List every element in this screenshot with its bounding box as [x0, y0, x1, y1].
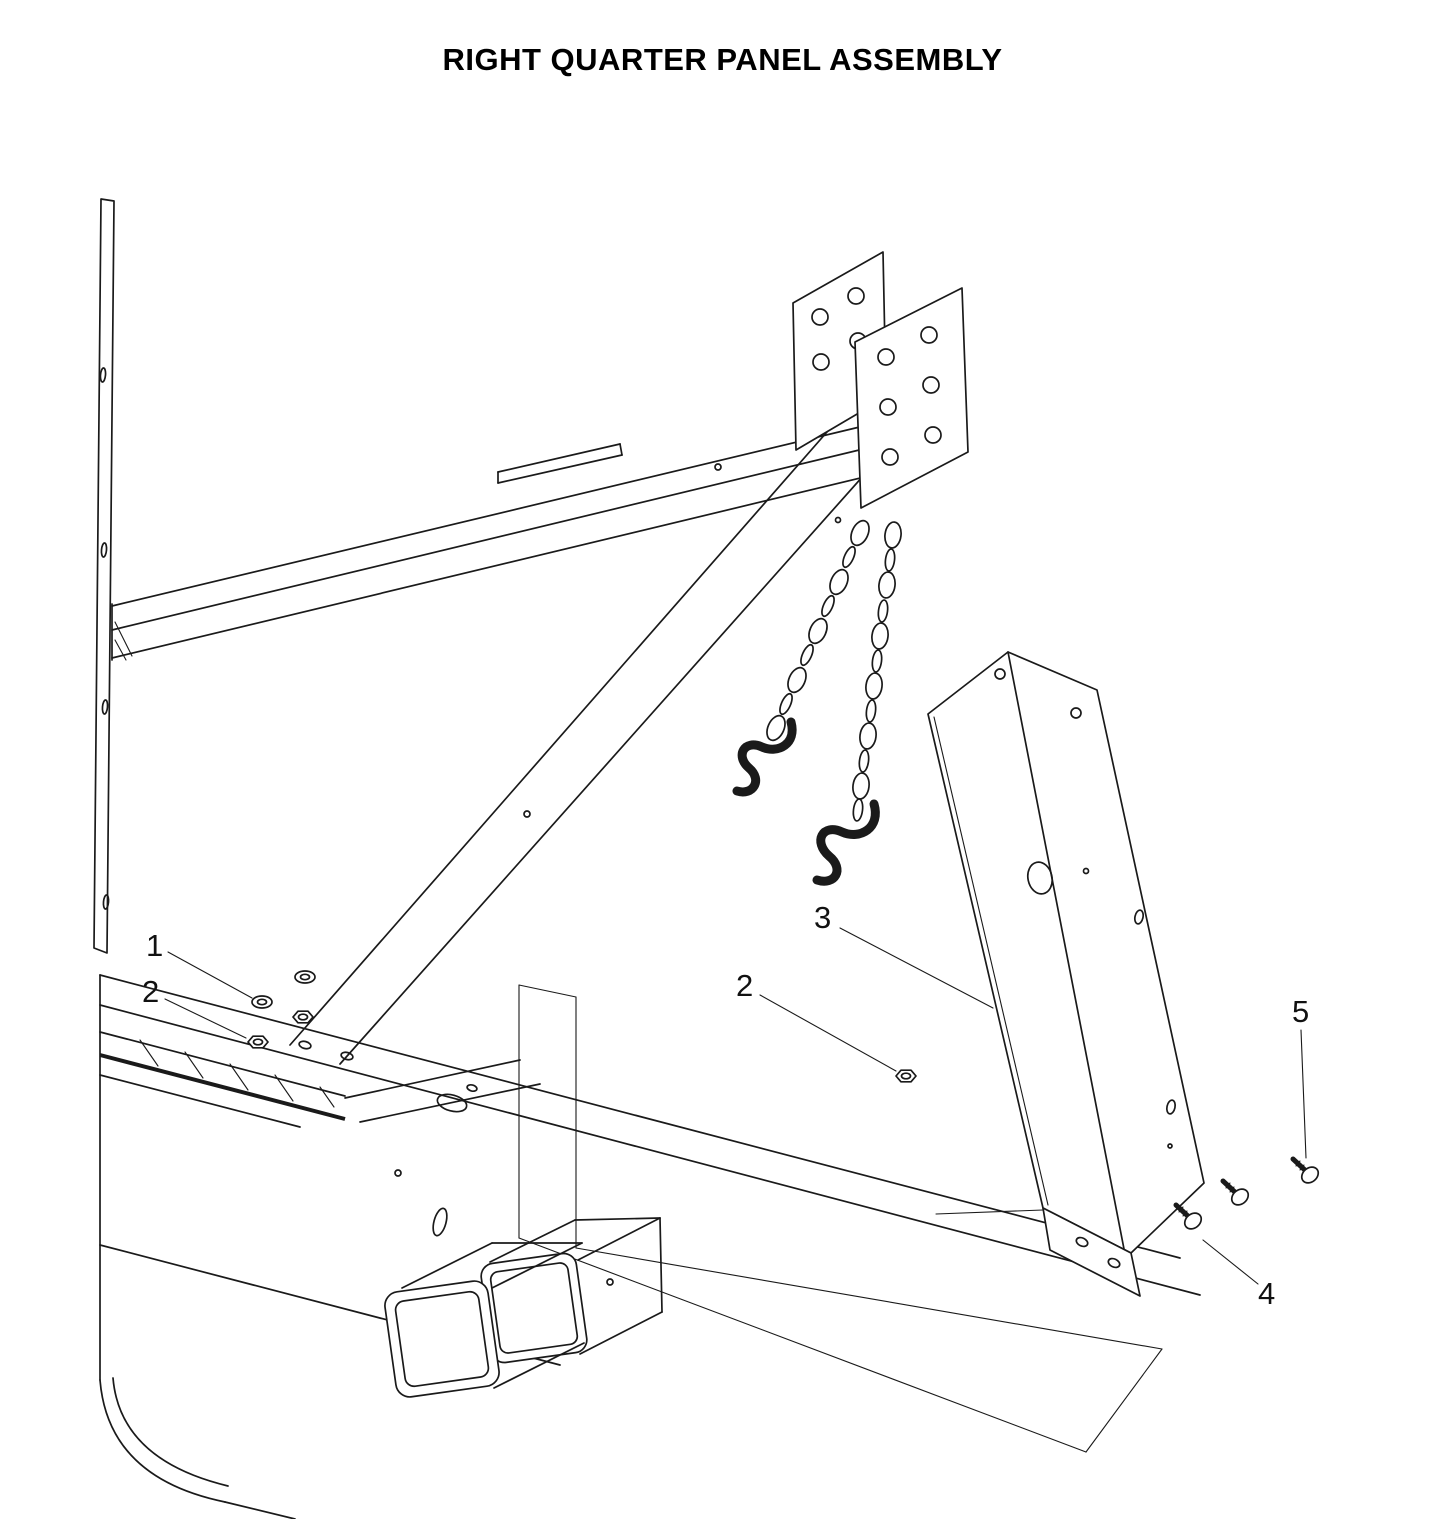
- bolt-icon: [1223, 1181, 1251, 1208]
- washer-icon: [294, 970, 316, 984]
- diagonal-brace: [289, 407, 889, 1065]
- callout-3-leader: [839, 927, 994, 1009]
- callout-2b-label: 2: [736, 968, 753, 1003]
- callout-1-label: 1: [146, 928, 163, 963]
- diagram-title: RIGHT QUARTER PANEL ASSEMBLY: [442, 42, 1003, 77]
- callout-5-label: 5: [1292, 994, 1309, 1029]
- washer-icon: [251, 995, 273, 1009]
- callout-5-leader: [1300, 1029, 1307, 1159]
- hex-nut-icon: [895, 1069, 917, 1083]
- s-hook: [732, 717, 797, 797]
- step-tubes: [384, 1217, 663, 1398]
- upper-side-rail: [111, 424, 903, 661]
- callout-2b-leader: [759, 994, 897, 1072]
- callout-3-label: 3: [814, 900, 831, 935]
- front-panel-edge: [93, 198, 115, 954]
- hex-nut-icon: [247, 1035, 269, 1049]
- safety-chain-left: [732, 519, 870, 797]
- mounting-plates: [792, 251, 969, 509]
- callout-4-label: 4: [1258, 1276, 1275, 1311]
- safety-chain-right: [812, 521, 902, 886]
- bolt-icon: [1176, 1205, 1204, 1232]
- right-quarter-panel: [927, 651, 1205, 1297]
- s-hook: [812, 799, 880, 886]
- bolt-icon: [1293, 1159, 1321, 1186]
- callout-4-leader: [1202, 1239, 1259, 1285]
- callout-2-leader: [164, 998, 247, 1039]
- hex-nut-icon: [292, 1010, 314, 1024]
- callout-2-label: 2: [142, 974, 159, 1009]
- frame-bottom: [99, 974, 1201, 1519]
- callouts: 1 2 3 2 5 4: [142, 900, 1309, 1311]
- callout-1-leader: [167, 951, 253, 999]
